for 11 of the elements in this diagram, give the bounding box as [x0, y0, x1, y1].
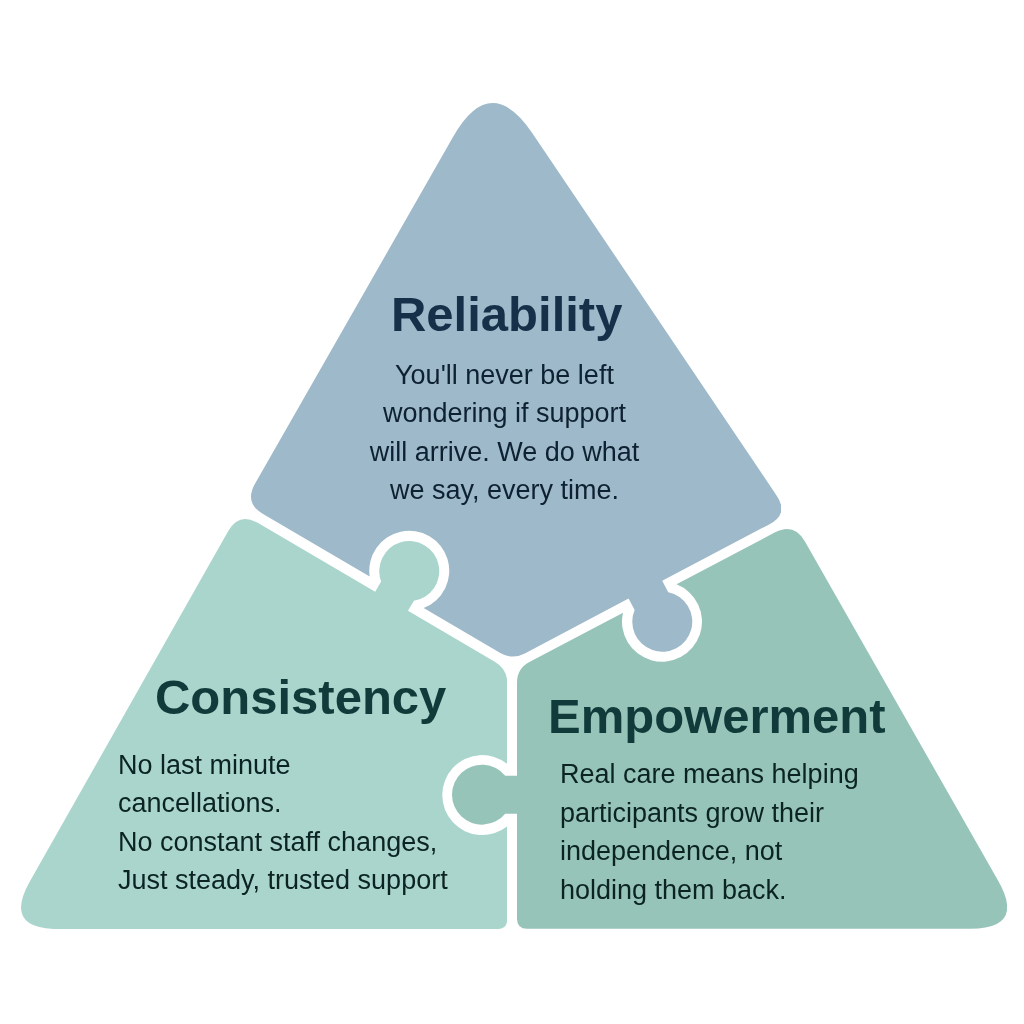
- piece-title: Reliability: [391, 286, 623, 342]
- piece-description: No constant staff changes,: [118, 826, 438, 859]
- piece-title: Empowerment: [548, 688, 886, 744]
- piece-description: Just steady, trusted support: [118, 864, 448, 898]
- piece-description: You'll never be left wondering if support will arrive. We do what we say, every time.: [368, 359, 641, 508]
- piece-description: Real care means helping participants grow their independence, not holding them back.: [560, 758, 860, 907]
- piece-description: No last minute cancellations.: [118, 749, 292, 821]
- puzzle-piece: [20, 518, 507, 929]
- piece-title: Consistency: [155, 669, 447, 725]
- puzzle-piece: [250, 103, 782, 657]
- puzzle-piece: [452, 529, 1008, 929]
